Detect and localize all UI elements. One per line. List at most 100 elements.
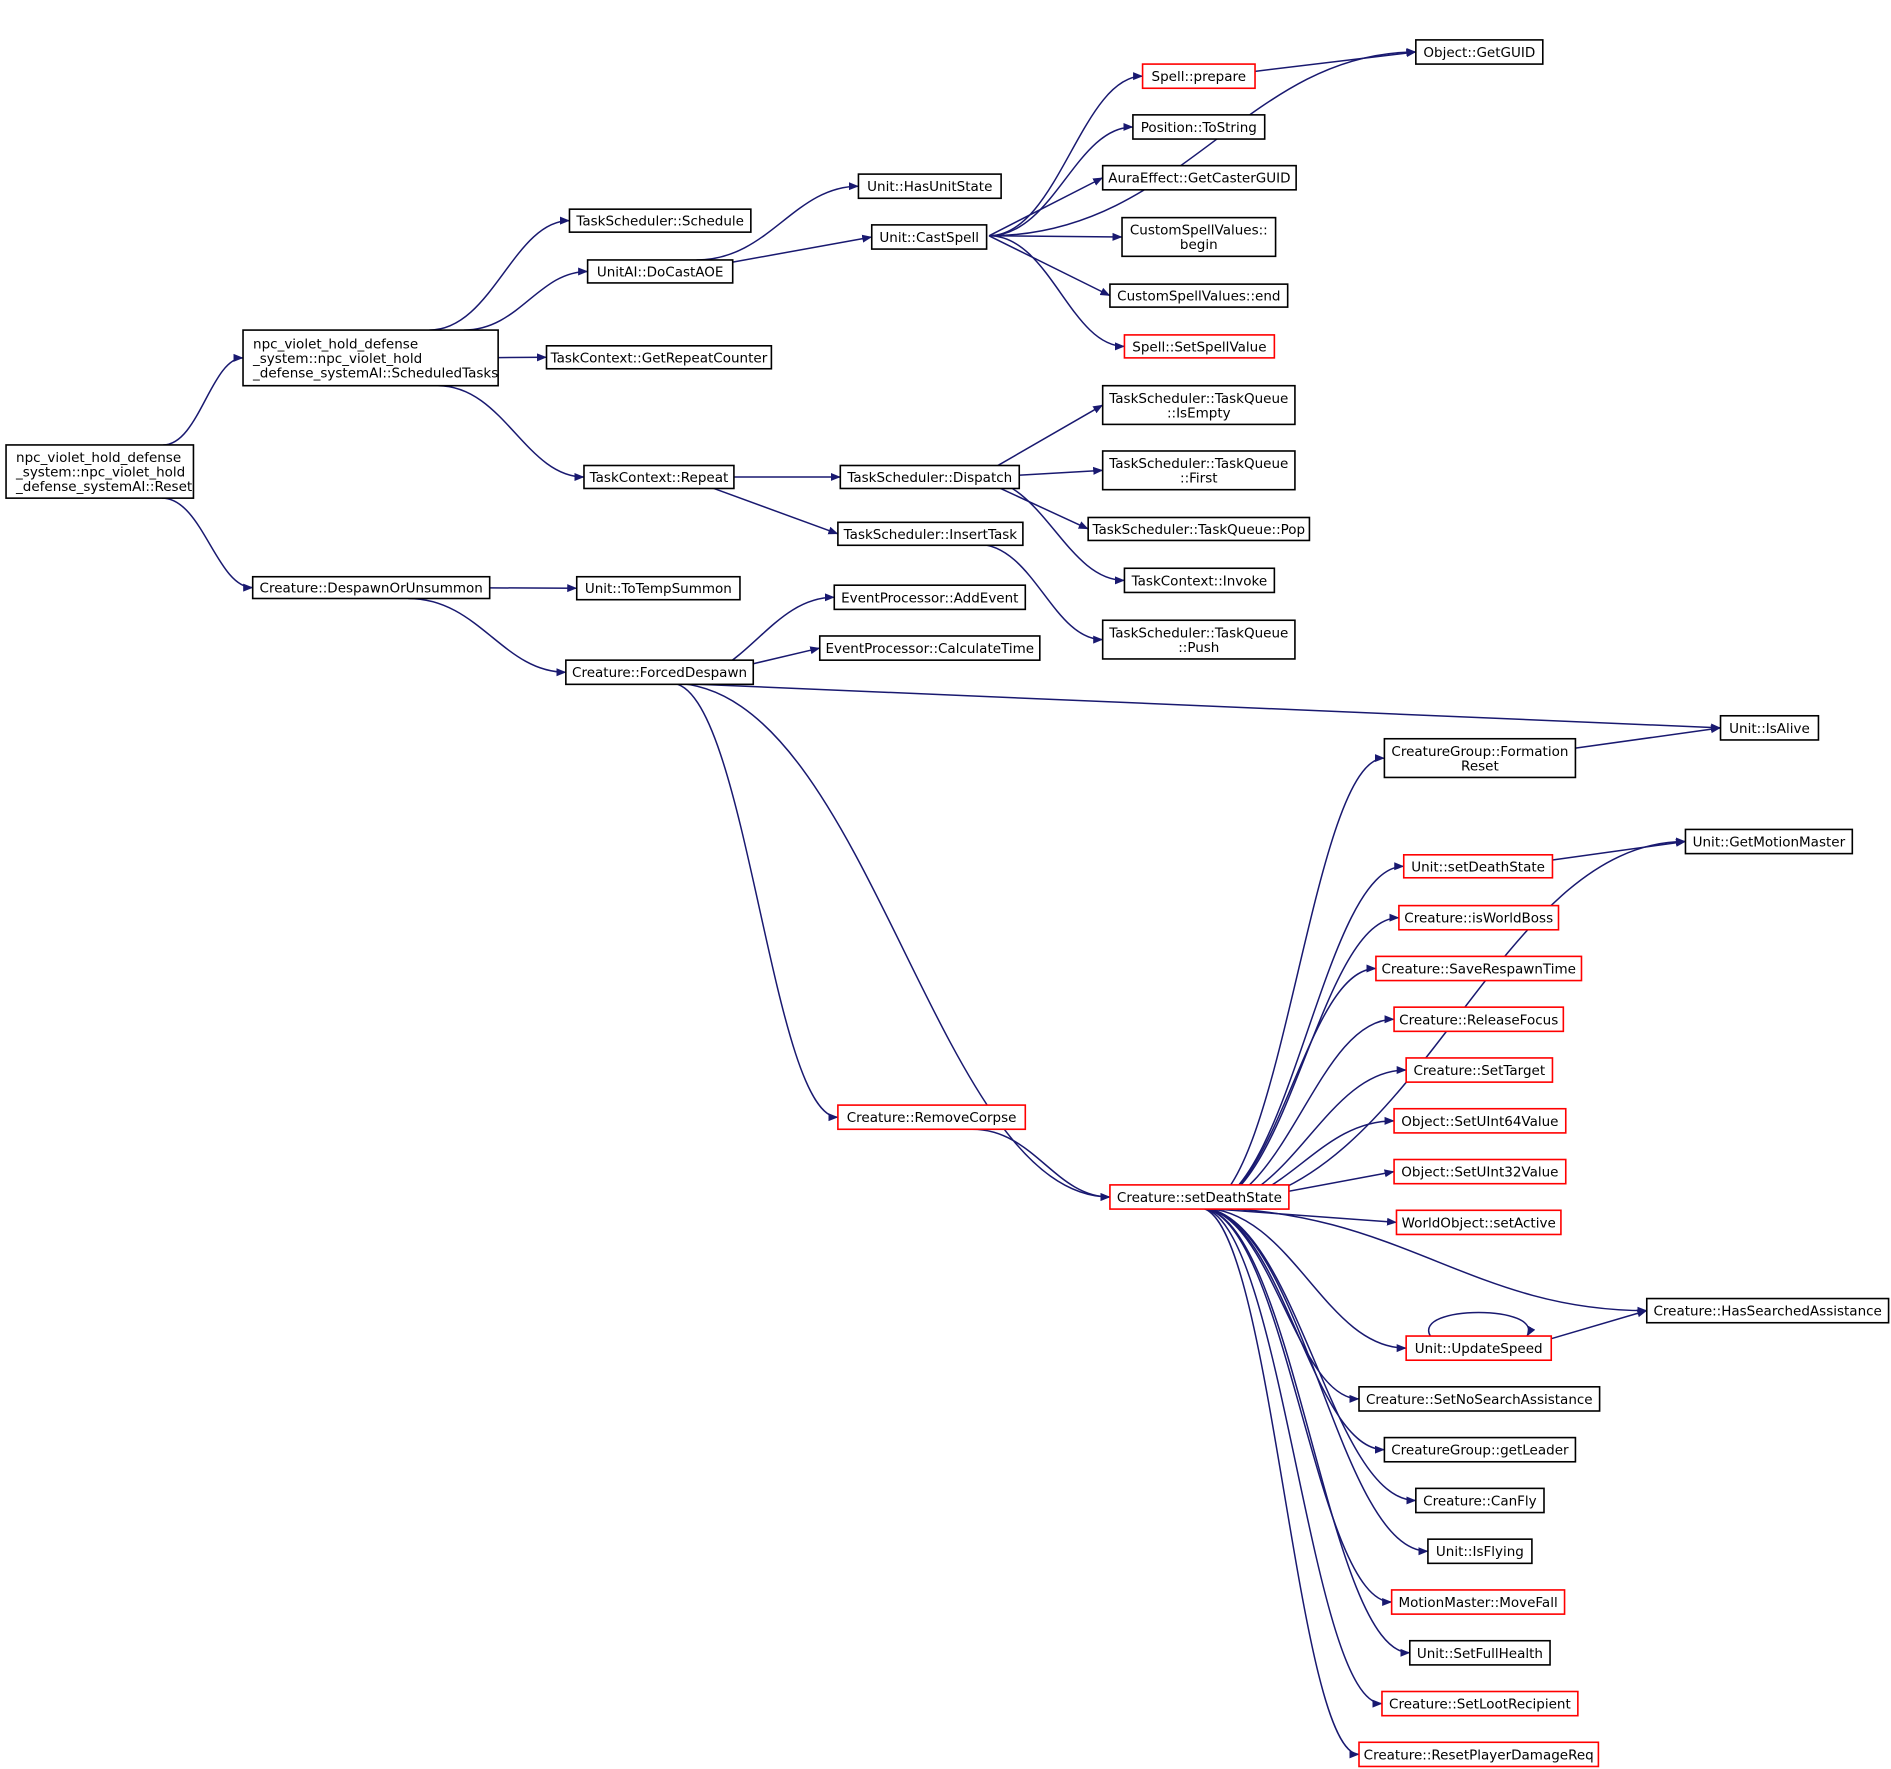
node-spell_prepare[interactable]: Spell::prepare xyxy=(1141,63,1256,90)
node-box[interactable] xyxy=(251,575,491,600)
node-box[interactable] xyxy=(1393,1006,1565,1033)
node-despawn_or_unsummon[interactable]: Creature::DespawnOrUnsummon xyxy=(251,575,491,600)
node-box[interactable] xyxy=(1398,904,1560,931)
node-box[interactable] xyxy=(1358,1741,1600,1768)
node-csv_begin[interactable]: CustomSpellValues::begin xyxy=(1121,216,1277,258)
node-box[interactable] xyxy=(586,259,734,284)
node-box[interactable] xyxy=(1427,1538,1533,1565)
node-tq_pop[interactable]: TaskScheduler::TaskQueue::Pop xyxy=(1087,516,1311,542)
node-creature_removecorpse[interactable]: Creature::RemoveCorpse xyxy=(837,1104,1027,1131)
node-box[interactable] xyxy=(583,464,735,490)
node-box[interactable] xyxy=(1390,1589,1566,1615)
node-creature_setdeathstate[interactable]: Creature::setDeathState xyxy=(1109,1184,1290,1210)
node-object_getguid[interactable]: Object::GetGUID xyxy=(1415,39,1544,65)
node-cg_getleader[interactable]: CreatureGroup::getLeader xyxy=(1383,1436,1577,1463)
node-box[interactable] xyxy=(1087,516,1311,542)
node-creature_resetplayerdamagereq[interactable]: Creature::ResetPlayerDamageReq xyxy=(1358,1741,1600,1768)
node-box[interactable] xyxy=(1393,1107,1567,1134)
node-box[interactable] xyxy=(1123,334,1276,359)
node-box[interactable] xyxy=(242,329,499,387)
node-box[interactable] xyxy=(1393,1158,1567,1185)
node-box[interactable] xyxy=(1405,1335,1553,1362)
node-unit_isalive[interactable]: Unit::IsAlive xyxy=(1719,714,1820,741)
node-box[interactable] xyxy=(1109,283,1289,308)
node-ep_calculatetime[interactable]: EventProcessor::CalculateTime xyxy=(818,635,1041,661)
node-ep_addevent[interactable]: EventProcessor::AddEvent xyxy=(833,584,1027,611)
node-creature_forceddespawn[interactable]: Creature::ForcedDespawn xyxy=(565,659,755,686)
node-unit_castspell[interactable]: Unit::CastSpell xyxy=(870,224,988,250)
node-tq_first[interactable]: TaskScheduler::TaskQueue::First xyxy=(1101,450,1296,491)
node-box[interactable] xyxy=(1415,1487,1545,1514)
node-unit_totempsummon[interactable]: Unit::ToTempSummon xyxy=(575,575,741,601)
node-box[interactable] xyxy=(1645,1297,1890,1324)
node-box[interactable] xyxy=(1415,39,1544,65)
node-creature_setlootrecipient[interactable]: Creature::SetLootRecipient xyxy=(1381,1690,1579,1717)
node-unit_hasunitstate[interactable]: Unit::HasUnitState xyxy=(857,173,1002,200)
node-reset[interactable]: npc_violet_hold_defense_system::npc_viol… xyxy=(5,444,195,499)
node-box[interactable] xyxy=(1381,1690,1579,1717)
node-box[interactable] xyxy=(545,344,773,370)
node-box[interactable] xyxy=(1375,955,1583,982)
node-ts_schedule[interactable]: TaskScheduler::Schedule xyxy=(568,208,752,233)
node-box[interactable] xyxy=(575,575,741,601)
node-box[interactable] xyxy=(1101,384,1296,426)
node-unit_setfullhealth[interactable]: Unit::SetFullHealth xyxy=(1408,1639,1551,1666)
node-unit_isflying[interactable]: Unit::IsFlying xyxy=(1427,1538,1533,1565)
node-box[interactable] xyxy=(837,521,1024,547)
node-tc_invoke[interactable]: TaskContext::Invoke xyxy=(1123,567,1276,594)
node-box[interactable] xyxy=(1402,854,1554,879)
node-box[interactable] xyxy=(857,173,1002,200)
node-box[interactable] xyxy=(870,224,988,250)
node-unit_setdeathstate[interactable]: Unit::setDeathState xyxy=(1402,854,1554,879)
node-object_setuint32value[interactable]: Object::SetUInt32Value xyxy=(1393,1158,1567,1185)
node-creature_releasefocus[interactable]: Creature::ReleaseFocus xyxy=(1393,1006,1565,1033)
node-box[interactable] xyxy=(568,208,752,233)
node-box[interactable] xyxy=(1141,63,1256,90)
node-box[interactable] xyxy=(1101,619,1296,660)
node-box[interactable] xyxy=(1132,114,1266,140)
node-mm_movefall[interactable]: MotionMaster::MoveFall xyxy=(1390,1589,1566,1615)
node-box[interactable] xyxy=(1101,164,1297,191)
node-box[interactable] xyxy=(1121,216,1277,258)
node-box[interactable] xyxy=(5,444,195,499)
node-box[interactable] xyxy=(1123,567,1276,594)
node-csv_end[interactable]: CustomSpellValues::end xyxy=(1109,283,1289,308)
node-creature_hassearchedassistance[interactable]: Creature::HasSearchedAssistance xyxy=(1645,1297,1890,1324)
node-tq_isempty[interactable]: TaskScheduler::TaskQueue::IsEmpty xyxy=(1101,384,1296,426)
node-creature_setnosearchassistance[interactable]: Creature::SetNoSearchAssistance xyxy=(1358,1386,1601,1412)
node-ts_dispatch[interactable]: TaskScheduler::Dispatch xyxy=(839,464,1021,490)
node-unit_updatespeed[interactable]: Unit::UpdateSpeed xyxy=(1405,1335,1553,1362)
node-tc_getrepeatcounter[interactable]: TaskContext::GetRepeatCounter xyxy=(545,344,773,370)
node-spell_setspellvalue[interactable]: Spell::SetSpellValue xyxy=(1123,334,1276,359)
node-unit_getmotionmaster[interactable]: Unit::GetMotionMaster xyxy=(1684,828,1854,855)
node-worldobject_setactive[interactable]: WorldObject::setActive xyxy=(1395,1209,1562,1236)
node-box[interactable] xyxy=(1395,1209,1562,1236)
node-box[interactable] xyxy=(1719,714,1820,741)
node-creature_canfly[interactable]: Creature::CanFly xyxy=(1415,1487,1545,1514)
node-tq_push[interactable]: TaskScheduler::TaskQueue::Push xyxy=(1101,619,1296,660)
node-box[interactable] xyxy=(1405,1057,1554,1083)
node-box[interactable] xyxy=(833,584,1027,611)
node-box[interactable] xyxy=(1408,1639,1551,1666)
node-position_tostring[interactable]: Position::ToString xyxy=(1132,114,1266,140)
node-auraeffect_getcasterguid[interactable]: AuraEffect::GetCasterGUID xyxy=(1101,164,1297,191)
node-box[interactable] xyxy=(1101,450,1296,491)
node-box[interactable] xyxy=(1684,828,1854,855)
node-box[interactable] xyxy=(818,635,1041,661)
node-box[interactable] xyxy=(837,1104,1027,1131)
node-box[interactable] xyxy=(1109,1184,1290,1210)
node-box[interactable] xyxy=(565,659,755,686)
node-object_setuint64value[interactable]: Object::SetUInt64Value xyxy=(1393,1107,1567,1134)
node-box[interactable] xyxy=(1383,1436,1577,1463)
node-creature_settarget[interactable]: Creature::SetTarget xyxy=(1405,1057,1554,1083)
node-creature_isworldboss[interactable]: Creature::isWorldBoss xyxy=(1398,904,1560,931)
node-box[interactable] xyxy=(1358,1386,1601,1412)
node-tc_repeat[interactable]: TaskContext::Repeat xyxy=(583,464,735,490)
node-box[interactable] xyxy=(839,464,1021,490)
node-box[interactable] xyxy=(1383,737,1577,779)
node-scheduled_tasks[interactable]: npc_violet_hold_defense_system::npc_viol… xyxy=(242,329,499,387)
node-creature_saverespawntime[interactable]: Creature::SaveRespawnTime xyxy=(1375,955,1583,982)
node-unitai_docastaoe[interactable]: UnitAI::DoCastAOE xyxy=(586,259,734,284)
node-ts_inserttask[interactable]: TaskScheduler::InsertTask xyxy=(837,521,1024,547)
